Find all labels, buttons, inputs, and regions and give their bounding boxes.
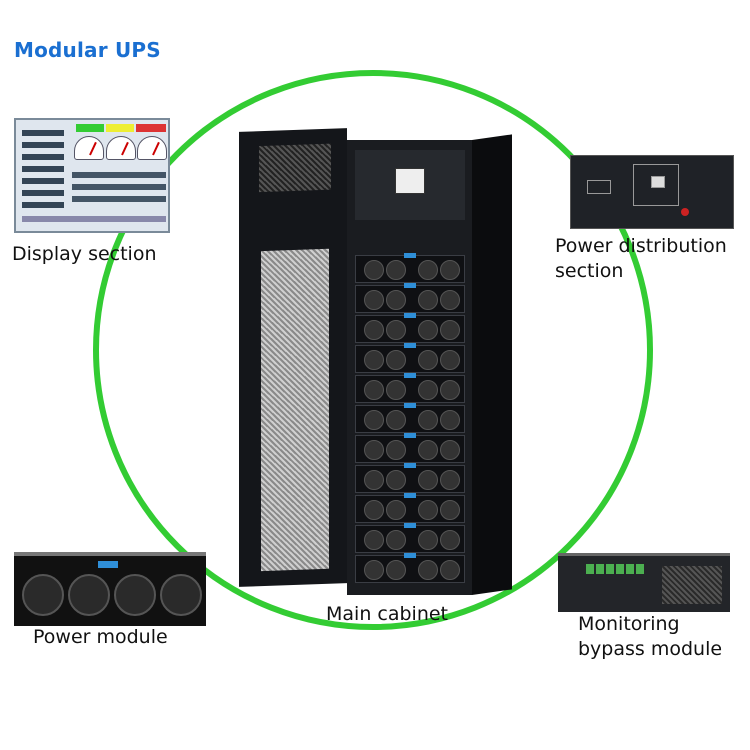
status-led-icon	[404, 373, 416, 378]
fan-icon	[386, 290, 406, 310]
fan-icon	[364, 380, 384, 400]
fan-icon	[418, 350, 438, 370]
fan-icon	[418, 410, 438, 430]
display-section-label: Display section	[12, 243, 157, 265]
monitoring-bypass-module-label: Monitoring bypass module	[578, 613, 723, 660]
fan-icon	[364, 440, 384, 460]
fan-icon	[386, 440, 406, 460]
status-led-icon	[404, 283, 416, 288]
monitoring-bypass-module-image	[558, 553, 730, 612]
fan-icon	[418, 470, 438, 490]
breaker-switch	[395, 168, 425, 194]
cabinet-side	[472, 134, 512, 596]
fan-icon	[418, 380, 438, 400]
power-distribution-section-image	[570, 155, 734, 229]
fan-icon	[364, 320, 384, 340]
fan-icon	[386, 410, 406, 430]
cabinet-module	[355, 523, 465, 553]
fan-icon	[386, 500, 406, 520]
cabinet-module	[355, 403, 465, 433]
fan-icon	[418, 530, 438, 550]
fan-icon	[364, 530, 384, 550]
fan-icon	[418, 440, 438, 460]
fan-icon	[440, 320, 460, 340]
status-led-icon	[404, 553, 416, 558]
fan-icon	[386, 470, 406, 490]
fan-icon	[386, 320, 406, 340]
cabinet-module	[355, 433, 465, 463]
fan-icon	[440, 380, 460, 400]
fan-icon	[364, 410, 384, 430]
fan-icon	[386, 350, 406, 370]
power-module-image	[14, 552, 206, 626]
fan-icon	[440, 440, 460, 460]
fan-icon	[386, 530, 406, 550]
fan-icon	[440, 290, 460, 310]
fan-icon	[386, 560, 406, 580]
page-title: Modular UPS	[14, 38, 161, 62]
status-led-icon	[404, 343, 416, 348]
fan-icon	[386, 380, 406, 400]
fan-icon	[418, 290, 438, 310]
green-ring	[93, 70, 653, 630]
fan-icon	[364, 260, 384, 280]
status-led-icon	[404, 253, 416, 258]
fan-icon	[418, 260, 438, 280]
fan-icon	[440, 530, 460, 550]
power-module-label: Power module	[33, 626, 168, 648]
status-led-icon	[404, 313, 416, 318]
fan-icon	[386, 260, 406, 280]
fan-icon	[418, 500, 438, 520]
cabinet-module	[355, 313, 465, 343]
status-led-icon	[404, 493, 416, 498]
fan-icon	[440, 500, 460, 520]
main-cabinet-label: Main cabinet	[326, 603, 449, 625]
cabinet-module	[355, 553, 465, 583]
fan-icon	[440, 350, 460, 370]
fan-icon	[440, 560, 460, 580]
cabinet-module	[355, 253, 465, 283]
status-led-icon	[404, 523, 416, 528]
cabinet-module	[355, 373, 465, 403]
fan-icon	[440, 470, 460, 490]
fan-icon	[364, 560, 384, 580]
fan-icon	[440, 410, 460, 430]
fan-icon	[364, 500, 384, 520]
fan-icon	[440, 260, 460, 280]
cabinet-module	[355, 283, 465, 313]
power-distribution-section-label: Power distribution section	[555, 235, 727, 282]
fan-icon	[364, 350, 384, 370]
status-led-icon	[404, 463, 416, 468]
cabinet-module	[355, 343, 465, 373]
fan-icon	[418, 320, 438, 340]
fan-icon	[364, 290, 384, 310]
fan-icon	[418, 560, 438, 580]
cabinet-module	[355, 463, 465, 493]
status-led-icon	[404, 433, 416, 438]
cabinet-module	[355, 493, 465, 523]
fan-icon	[364, 470, 384, 490]
display-section-image	[14, 118, 170, 233]
status-led-icon	[404, 403, 416, 408]
cabinet-door	[239, 128, 347, 587]
